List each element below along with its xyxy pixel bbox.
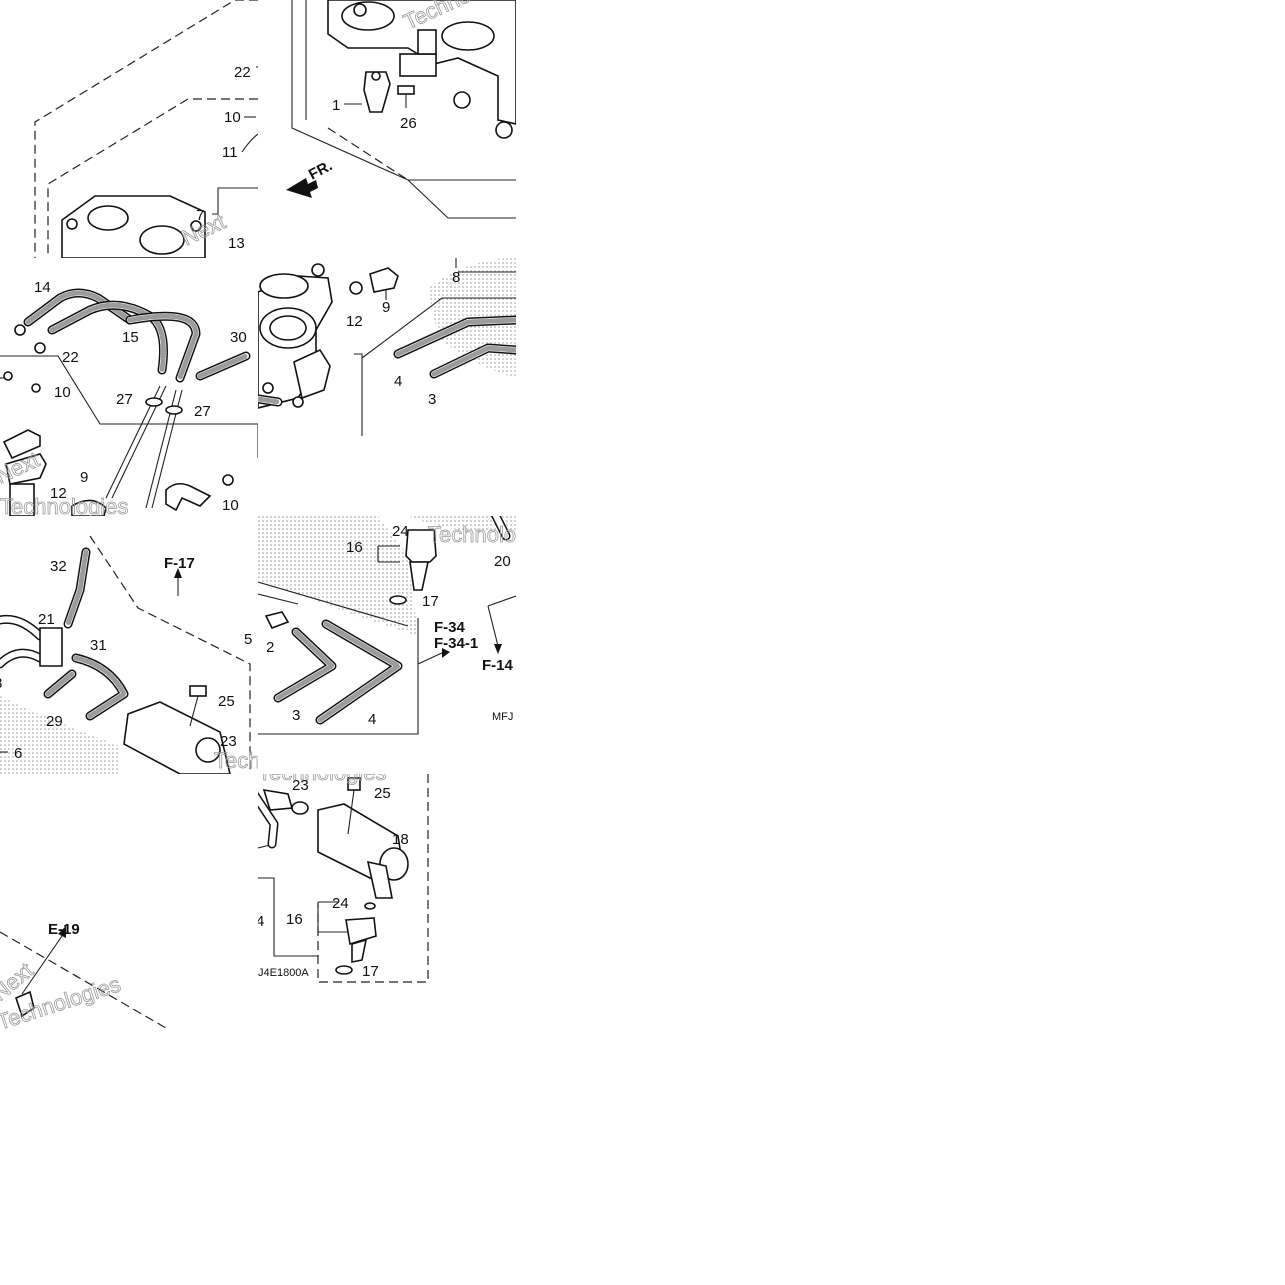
label-8: 8 — [0, 675, 2, 692]
label-5: 5 — [244, 631, 252, 648]
label-3: 3 — [428, 391, 436, 408]
label-4: 4 — [394, 373, 402, 390]
model-code: MFJ — [492, 711, 513, 723]
label-4: 4 — [368, 711, 376, 728]
label-14: 14 — [34, 279, 51, 296]
diagram-tile-throttle-body: 12 9 8 4 3 28 — [258, 258, 516, 516]
front-direction-label: FR. — [306, 157, 335, 183]
diagram-tile-fuel-rail: 23 25 18 16 24 17 4 J4E1800A Technologie… — [258, 774, 516, 1032]
label-32: 32 — [50, 558, 67, 575]
label-8: 8 — [452, 269, 460, 286]
ref-f34: F-34 — [434, 619, 466, 636]
front-direction-arrow-icon — [286, 178, 318, 198]
diagram-tile-breather-hoses: 14 15 22 30 10 27 27 9 12 10 Next Techno… — [0, 258, 258, 516]
label-2: 2 — [266, 639, 274, 656]
label-10: 10 — [224, 109, 241, 126]
label-13: 13 — [228, 235, 245, 252]
label-4: 4 — [258, 913, 264, 930]
label-27: 27 — [194, 403, 211, 420]
reference-arrow-icon — [58, 926, 66, 938]
label-18: 18 — [392, 831, 409, 848]
label-29: 29 — [46, 713, 63, 730]
watermark-text: Technologies — [214, 748, 258, 773]
label-1: 1 — [332, 97, 340, 114]
diagram-tile-intake-detail: 1 26 FR. Technologies — [258, 0, 516, 258]
label-10: 10 — [54, 384, 71, 401]
label-25: 25 — [374, 785, 391, 802]
diagram-code: J4E1800A — [258, 967, 309, 979]
label-9: 9 — [382, 299, 390, 316]
diagram-tile-injector-upper: 24 16 20 17 2 3 4 F-34 F-34-1 F-14 MFJ T… — [258, 516, 516, 774]
ref-f17: F-17 — [164, 555, 195, 572]
ref-e19: E-19 — [48, 921, 80, 938]
label-26: 26 — [400, 115, 417, 132]
label-12: 12 — [346, 313, 363, 330]
label-17: 17 — [422, 593, 439, 610]
label-16: 16 — [286, 911, 303, 928]
label-16: 16 — [346, 539, 363, 556]
label-3: 3 — [292, 707, 300, 724]
label-23: 23 — [292, 777, 309, 794]
label-17: 17 — [362, 963, 379, 980]
label-20: 20 — [494, 553, 511, 570]
watermark-text: Technologies — [258, 774, 386, 785]
label-7: 7 — [196, 207, 204, 224]
reference-arrow-icon — [494, 644, 502, 654]
label-25: 25 — [218, 693, 235, 710]
label-9: 9 — [80, 469, 88, 486]
label-24: 24 — [332, 895, 349, 912]
label-6: 6 — [14, 745, 22, 762]
reference-arrow-icon — [442, 648, 450, 658]
label-12: 12 — [50, 485, 67, 502]
label-27: 27 — [116, 391, 133, 408]
watermark-text: Technologies — [428, 522, 516, 547]
label-23: 23 — [220, 733, 237, 750]
watermark-text: Technologies — [0, 494, 128, 516]
label-31: 31 — [90, 637, 107, 654]
label-30: 30 — [230, 329, 247, 346]
label-22: 22 — [62, 349, 79, 366]
label-21: 21 — [38, 611, 55, 628]
label-15: 15 — [122, 329, 139, 346]
ref-f34-1: F-34-1 — [434, 635, 478, 652]
label-10: 10 — [222, 497, 239, 514]
diagram-tile-lower-left: E-19 Next Technologies — [0, 774, 258, 1032]
diagram-tile-throttle-group: 22 10 11 7 13 Next — [0, 0, 258, 258]
label-11: 11 — [222, 144, 238, 161]
ref-f14: F-14 — [482, 657, 514, 674]
label-24: 24 — [392, 523, 409, 540]
diagram-tile-hose-assembly: 32 F-17 21 31 29 25 5 6 23 8 Technologie… — [0, 516, 258, 774]
reference-arrow-icon — [174, 568, 182, 578]
label-22: 22 — [234, 64, 251, 81]
